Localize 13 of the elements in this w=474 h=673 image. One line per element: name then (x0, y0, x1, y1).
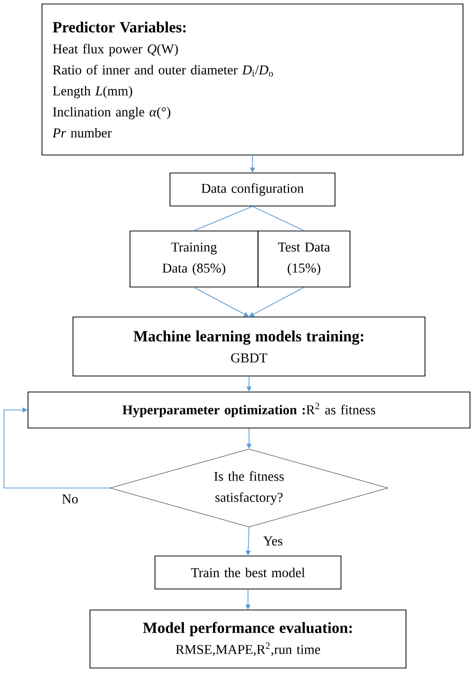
process-box: Predictor Variables: Heat flux power Q(W) Ratio of inner and outer diameter D$_{i}$/D$_{o}$ Length L(mm) Inclination angle α(°) Pr number (42, 4, 464, 156)
process-box: Data configuration (170, 172, 336, 206)
edge-label: No (60, 494, 80, 504)
process-box: Test Data (15%) (258, 230, 350, 288)
arrow (249, 287, 304, 317)
process-box: Machine learning models training: GBDT (72, 316, 426, 376)
process-box: Hyperparameter optimization :R$^{2}$ as fitness (28, 392, 470, 428)
process-box: Training Data (85%) (130, 230, 258, 288)
process-box: Model performance evaluation: RMSE,MAPE,R$^{2}$,run time (90, 610, 406, 668)
arrow (4, 407, 110, 488)
edge-label: Yes (262, 536, 284, 546)
arrow (194, 287, 249, 317)
process-box: Train the best model (154, 556, 342, 590)
